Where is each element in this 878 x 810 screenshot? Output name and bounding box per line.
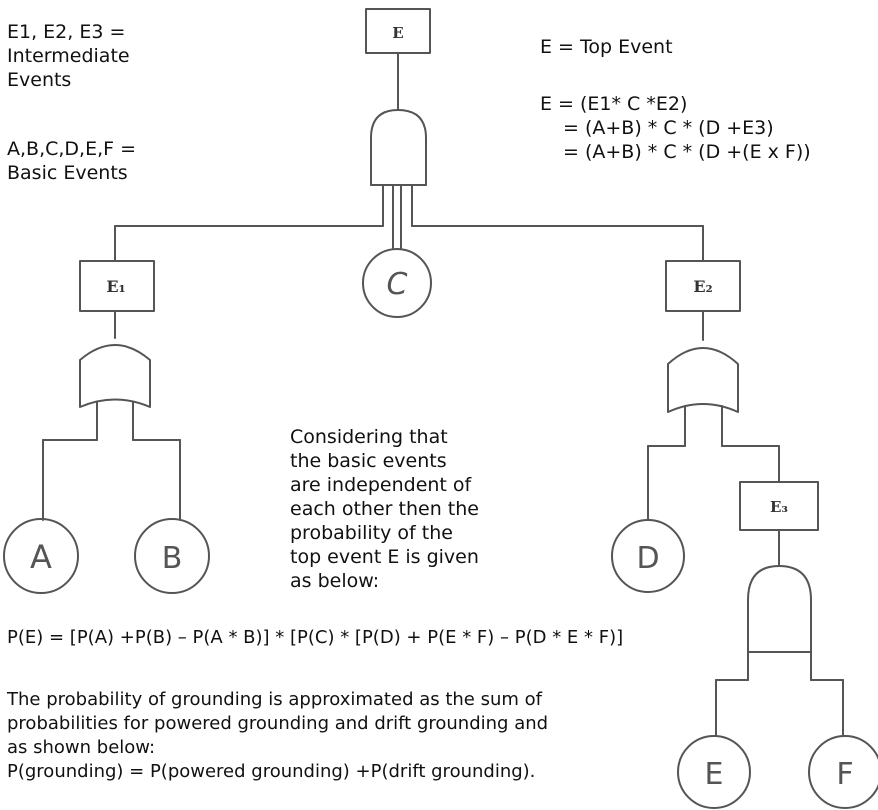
intermediate-events-legend: E1, E2, E3 = Intermediate Events <box>7 20 130 92</box>
probability-formula: P(E) = [P(A) +P(B) – P(A * B)] * [P(C) *… <box>7 627 624 648</box>
legend-line: Events <box>7 69 72 91</box>
e3-label: E₃ <box>770 498 788 516</box>
paragraph-line: as shown below: <box>7 737 156 758</box>
equation-line-3: = (A+B) * C * (D +(E x F)) <box>563 141 811 163</box>
note-line: as below: <box>290 570 380 592</box>
paragraph-line: probabilities for powered grounding and … <box>7 713 549 734</box>
top-event-definition: E = Top Event <box>540 36 673 58</box>
note-line: each other then the <box>290 498 479 520</box>
note-line: probability of the <box>290 522 453 544</box>
e1-label: E₁ <box>106 277 125 296</box>
equation-line-1: E = (E1* C *E2) <box>540 93 688 115</box>
or-gate-e1 <box>79 344 151 408</box>
basic-event-c-circle <box>362 248 432 318</box>
grounding-paragraph: The probability of grounding is approxim… <box>7 688 548 784</box>
grounding-formula: P(grounding) = P(powered grounding) +P(d… <box>7 761 536 782</box>
and-gate-top <box>370 109 427 186</box>
basic-event-f-label: F <box>836 757 853 792</box>
basic-events-legend: A,B,C,D,E,F = Basic Events <box>7 137 136 185</box>
basic-event-c-label: C <box>387 267 408 302</box>
equation-line-2: = (A+B) * C * (D +E3) <box>563 117 774 139</box>
legend-line: E1, E2, E3 = <box>7 21 126 43</box>
legend-line: Intermediate <box>7 45 130 67</box>
independence-note: Considering that the basic events are in… <box>290 425 479 593</box>
note-line: top event E is given <box>290 546 479 568</box>
basic-event-a-label: A <box>30 538 52 576</box>
or-gate-e2 <box>667 347 739 413</box>
basic-event-b-circle <box>134 518 210 594</box>
basic-event-e-label: E <box>705 757 724 792</box>
basic-event-f-circle <box>808 735 878 809</box>
and-gate-e3 <box>747 565 812 681</box>
basic-event-e-circle <box>677 735 751 809</box>
legend-line: A,B,C,D,E,F = <box>7 138 137 160</box>
legend-line: Basic Events <box>7 162 128 184</box>
top-event-label: E <box>392 24 403 42</box>
basic-event-d-circle <box>611 519 685 593</box>
note-line: the basic events <box>290 450 447 472</box>
paragraph-line: The probability of grounding is approxim… <box>7 689 542 710</box>
note-line: Considering that <box>290 426 448 448</box>
note-line: are independent of <box>290 474 472 496</box>
e1-box <box>79 260 155 312</box>
basic-event-d-label: D <box>636 541 659 576</box>
basic-event-a-circle <box>3 518 79 594</box>
e2-label: E₂ <box>693 277 712 296</box>
basic-event-b-label: B <box>162 541 183 576</box>
